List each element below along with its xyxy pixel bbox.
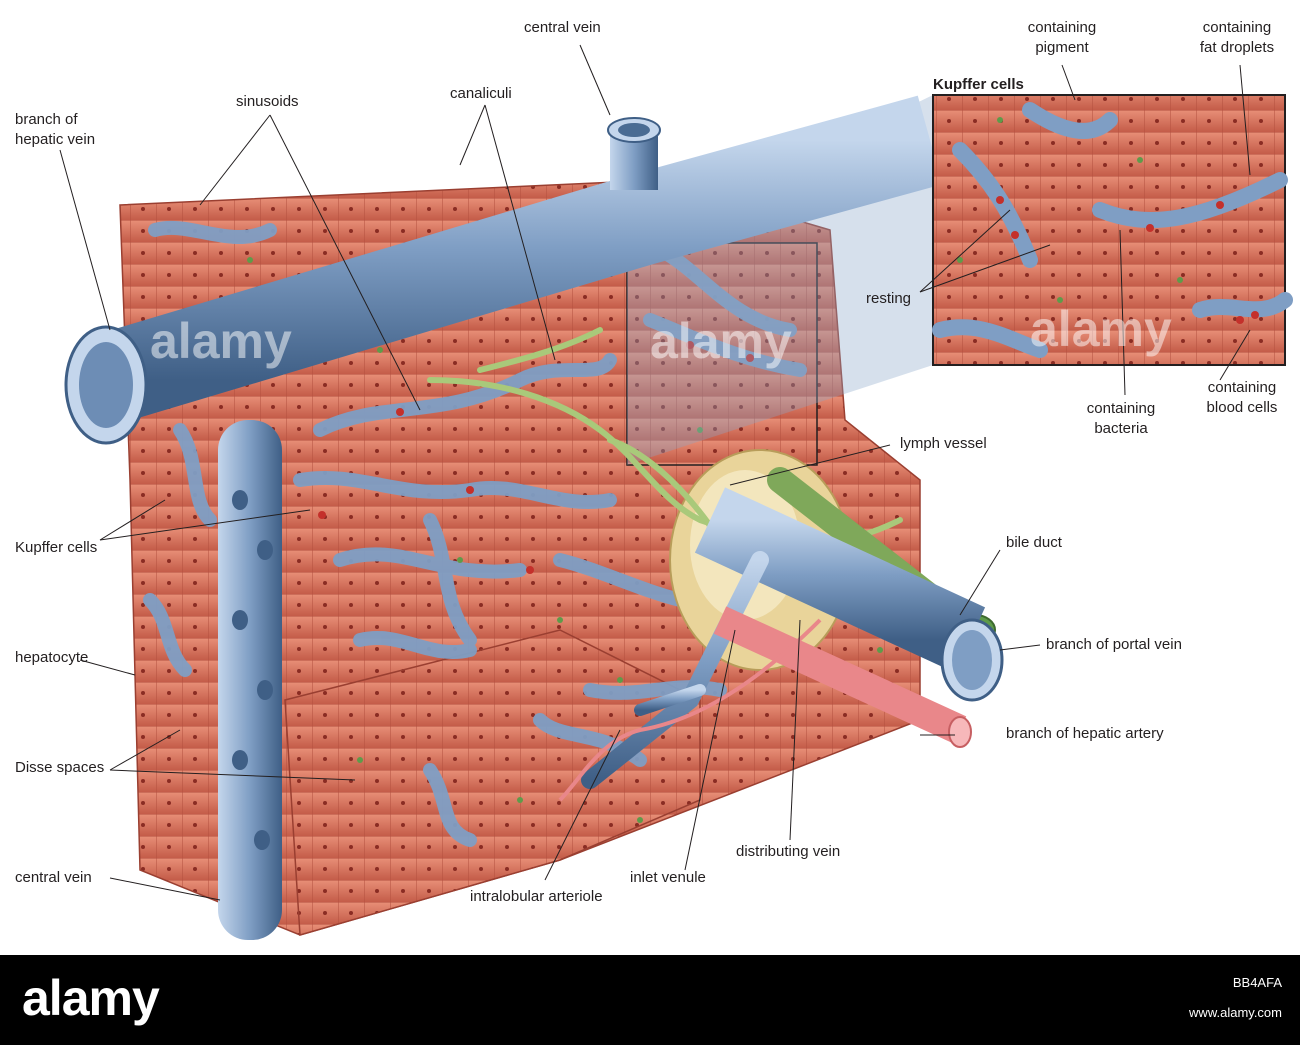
stock-footer: alamy BB4AFA www.alamy.com (0, 955, 1300, 1045)
label-branch-of-hepatic-artery: branch of hepatic artery (1006, 725, 1164, 742)
liver-lobule-illustration (59, 44, 1293, 940)
hepatic-artery-branch (558, 606, 972, 802)
kupffer-inset (932, 94, 1293, 366)
label-central-vein-bottom: central vein (15, 869, 92, 886)
label-inlet-venule: inlet venule (630, 869, 706, 886)
watermark-text: alamy (150, 313, 292, 369)
footer-url: www.alamy.com (1189, 1005, 1282, 1020)
tissue-block (119, 179, 921, 936)
watermark-text: alamy (650, 313, 792, 369)
leader-lines (59, 44, 1251, 901)
label-containing-fat-droplets: containing fat droplets (1199, 19, 1275, 56)
label-containing-pigment: containing pigment (1027, 19, 1097, 56)
label-intralobular-arteriole: intralobular arteriole (470, 888, 603, 905)
label-containing-bacteria: containing bacteria (1086, 400, 1156, 437)
label-bile-duct: bile duct (1006, 534, 1062, 551)
label-branch-of-hepatic-vein: branch of hepatic vein (15, 111, 96, 148)
label-containing-blood-cells: containing blood cells (1206, 379, 1278, 416)
label-hepatocyte: hepatocyte (15, 649, 89, 666)
label-disse-spaces: Disse spaces (15, 759, 105, 776)
label-resting: resting (866, 290, 912, 307)
watermark-text: alamy (1030, 301, 1172, 357)
footer-logo: alamy (22, 970, 160, 1026)
label-canaliculi: canaliculi (450, 85, 512, 102)
label-central-vein-top: central vein (524, 19, 601, 36)
hepatic-vein-branch (64, 95, 943, 445)
central-vein-vertical (218, 420, 282, 940)
label-sinusoids: sinusoids (236, 93, 299, 110)
label-kupffer-inset-title: Kupffer cells (933, 76, 1024, 93)
label-lymph-vessel: lymph vessel (900, 435, 987, 452)
portal-vein-branch (581, 487, 1004, 789)
label-kupffer-cells-left: Kupffer cells (15, 539, 98, 556)
label-distributing-vein: distributing vein (736, 843, 841, 860)
label-branch-of-portal-vein: branch of portal vein (1046, 636, 1182, 653)
footer-image-id: BB4AFA (1232, 975, 1282, 990)
